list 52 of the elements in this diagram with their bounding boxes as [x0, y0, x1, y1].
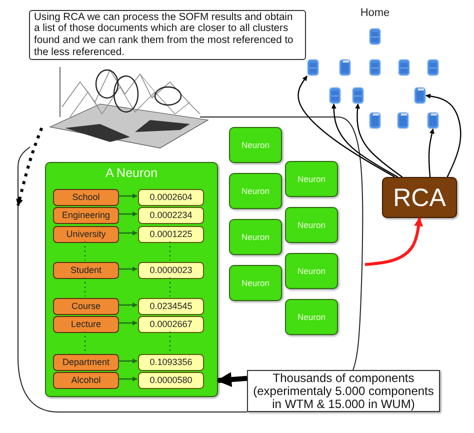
dotted-line	[169, 332, 171, 352]
neuron-box: Neuron	[229, 127, 282, 163]
arrow	[118, 266, 138, 272]
arrow	[355, 104, 403, 178]
box-heading: A Neuron	[104, 166, 159, 180]
neuron-box: Neuron	[285, 207, 338, 243]
process-box: RCA	[382, 177, 457, 218]
arrow	[118, 194, 138, 198]
dotted-line	[84, 332, 86, 352]
dotted-line	[169, 242, 171, 260]
arrow	[16, 127, 44, 206]
arrow	[364, 217, 424, 266]
arrow	[331, 104, 398, 178]
dotted-line	[84, 278, 86, 296]
arrow	[216, 372, 248, 388]
arrow	[118, 358, 138, 364]
arrow	[118, 212, 138, 216]
term-box: Department	[53, 354, 119, 370]
arrow	[426, 94, 462, 178]
value-box: 0.0234545	[138, 298, 204, 314]
term-box: Course	[53, 298, 119, 314]
value-box: 0.1093356	[138, 354, 204, 370]
neuron-box: Neuron	[285, 253, 338, 289]
neuron-box: Neuron	[229, 219, 282, 255]
arrow	[118, 376, 138, 382]
arrow	[118, 320, 138, 326]
term-box: School	[53, 188, 119, 206]
container-box	[45, 162, 218, 397]
arrow	[118, 230, 138, 236]
arrow	[118, 302, 138, 308]
neuron-box: Neuron	[285, 161, 338, 197]
value-box: 0.0000580	[138, 372, 204, 388]
term-box: Alcohol	[53, 372, 119, 388]
value-box: 0.0002604	[138, 188, 204, 206]
neuron-box: Neuron	[229, 265, 282, 301]
term-box: Lecture	[53, 316, 119, 332]
dotted-line	[169, 278, 171, 296]
value-box: 0.0001225	[138, 226, 204, 242]
value-box: 0.0002234	[138, 206, 204, 224]
neuron-box: Neuron	[229, 173, 282, 209]
term-box: Engineering	[53, 206, 119, 224]
term-box: University	[53, 226, 119, 242]
value-box: 0.0002667	[138, 316, 204, 332]
neuron-box: Neuron	[285, 299, 338, 335]
icon-label: Home	[359, 7, 391, 19]
callout-box: Thousands of components (experimentaly 5.000 components in WTM & 15.000 in WUM)	[247, 370, 440, 412]
arrow	[428, 128, 434, 178]
term-box: Student	[53, 262, 119, 278]
value-box: 0.0000023	[138, 262, 204, 278]
note-box: Using RCA we can process the SOFM results and obtain a list of those documents which are closer to all clusters found and we can rank them from the most referenced to the less referenced.	[29, 10, 306, 60]
arrow	[298, 76, 396, 178]
dotted-line	[84, 242, 86, 260]
